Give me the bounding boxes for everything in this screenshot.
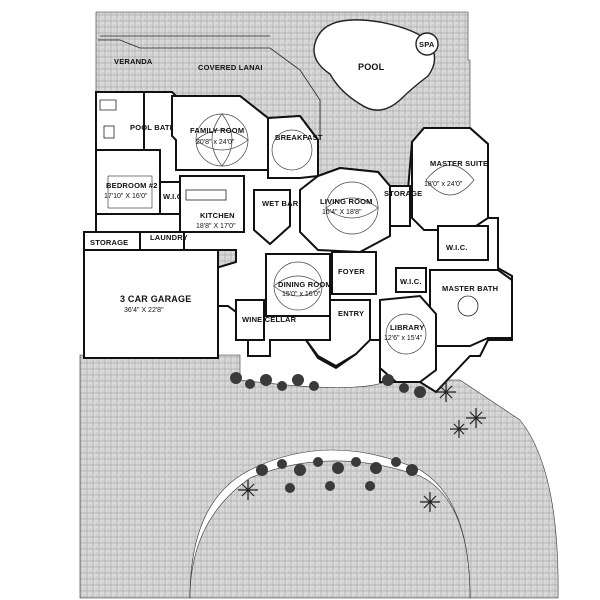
library: LIBRARY 12'6" x 15'4" [379, 294, 437, 383]
kitchen: KITCHEN 18'8" X 17'0" [179, 175, 245, 233]
dining-room: DINING ROOM 15'0" x 16'0" [265, 253, 332, 317]
foyer: FOYER [331, 251, 377, 295]
wic-bed2-label: W.I.C. [163, 192, 185, 201]
living-room-label: LIVING ROOM [320, 197, 373, 206]
pool-bath-room: POOL BATH [95, 91, 175, 151]
master-suite: MASTER SUITE 18'0" x 24'0" STORAGE [384, 127, 489, 231]
palm-trees [238, 382, 486, 512]
landscaping [230, 372, 486, 512]
wet-bar-label: WET BAR [262, 199, 299, 208]
garage-size: 36'4" X 22'8" [124, 307, 164, 314]
library-size: 12'6" x 15'4" [384, 335, 423, 342]
dining-room-label: DINING ROOM [278, 280, 332, 289]
family-room-size: 20'8" x 24'0" [196, 139, 235, 146]
wine-cellar-label: WINE CELLAR [242, 315, 297, 324]
garage-label: 3 CAR GARAGE [120, 294, 191, 304]
wine-cellar: WINE CELLAR [235, 299, 297, 341]
pool-area: POOL SPA [313, 19, 439, 111]
dining-room-size: 15'0" x 16'0" [282, 291, 321, 298]
spa [415, 32, 439, 56]
laundry-label: LAUNDRY [150, 233, 188, 242]
pool-label: POOL [358, 62, 385, 72]
wic-library-label: W.I.C. [400, 277, 422, 286]
master-bath: MASTER BATH [429, 269, 513, 347]
lanai-area: VERANDA COVERED LANAI [98, 35, 321, 140]
island-planting [256, 457, 418, 493]
entry-planting [230, 372, 426, 398]
kitchen-label: KITCHEN [200, 211, 235, 220]
foyer-label: FOYER [338, 267, 365, 276]
veranda-label: VERANDA [114, 57, 153, 66]
bedroom2-label: BEDROOM #2 [106, 181, 158, 190]
library-wic: W.I.C. [395, 267, 427, 293]
storage-master-label: STORAGE [384, 189, 422, 198]
wic-master-label: W.I.C. [446, 243, 468, 252]
master-wic: W.I.C. [437, 225, 489, 261]
bedroom2-size: 17'10" X 16'0" [104, 193, 148, 200]
master-bath-label: MASTER BATH [442, 284, 498, 293]
library-label: LIBRARY [390, 323, 424, 332]
pool-bath-label: POOL BATH [130, 123, 175, 132]
family-room: FAMILY ROOM 20'8" x 24'0" [171, 95, 269, 171]
master-suite-name: MASTER SUITE [430, 159, 488, 168]
garage: 3 CAR GARAGE 36'4" X 22'8" [83, 249, 219, 359]
living-room: LIVING ROOM 16'4" X 18'8" [299, 166, 391, 254]
pool [313, 19, 436, 111]
living-room-size: 16'4" X 18'8" [322, 209, 362, 216]
bedroom2: BEDROOM #2 17'10" X 16'0" W.I.C. [95, 149, 185, 215]
entry: ENTRY [304, 299, 371, 368]
family-room-label: FAMILY ROOM [190, 126, 244, 135]
breakfast-label: BREAKFAST [275, 133, 323, 142]
master-suite-size: 18'0" x 24'0" [424, 181, 463, 188]
kitchen-size: 18'8" X 17'0" [196, 223, 236, 230]
storage-garage-label: STORAGE [90, 238, 128, 247]
spa-label: SPA [419, 40, 435, 49]
covered-lanai-label: COVERED LANAI [198, 63, 263, 72]
entry-label: ENTRY [338, 309, 364, 318]
wet-bar: WET BAR [253, 189, 299, 246]
